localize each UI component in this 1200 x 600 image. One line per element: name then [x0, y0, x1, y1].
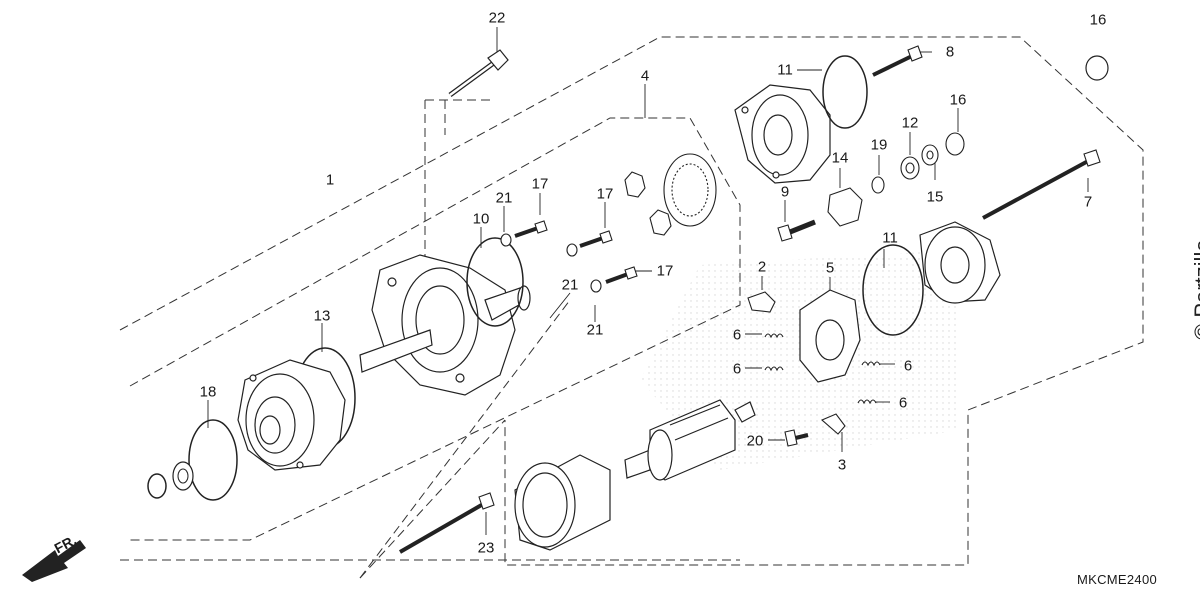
- insulator-14: [828, 188, 862, 226]
- screw-20: [784, 429, 809, 447]
- rear-bracket-top: [735, 85, 830, 183]
- washers-21: [500, 233, 602, 293]
- o-ring-10: [466, 237, 524, 327]
- callout-1: 1: [325, 171, 335, 189]
- front-direction-label: FR.: [51, 531, 79, 557]
- callout-11: 11: [882, 229, 898, 247]
- bolt-22: [450, 50, 508, 95]
- callout-8: 8: [945, 43, 955, 61]
- callout-23: 23: [477, 539, 495, 557]
- callout-3: 3: [837, 456, 847, 474]
- callout-17-c: 17: [656, 262, 674, 280]
- bolt-7: [983, 150, 1100, 218]
- callout-20: 20: [746, 432, 764, 450]
- callout-21-b: 21: [561, 276, 579, 294]
- snap-ring-left: [147, 473, 167, 499]
- pinion-housing: [238, 360, 345, 470]
- callout-21-a: 21: [495, 189, 513, 207]
- callout-21-c: 21: [586, 321, 604, 339]
- callout-10: 10: [472, 210, 490, 228]
- washer-left-a-hole: [177, 468, 189, 484]
- leader-lines: [207, 27, 1089, 535]
- callout-17-b: 17: [596, 185, 614, 203]
- springs-6: [764, 333, 881, 405]
- diagram-code: MKCME2400: [1077, 572, 1158, 587]
- callout-12: 12: [901, 114, 919, 132]
- nut-16-top: [1085, 55, 1109, 81]
- callout-19: 19: [870, 136, 888, 154]
- callout-11-top: 11: [777, 61, 793, 79]
- yoke: [515, 455, 610, 550]
- callout-18: 18: [199, 383, 217, 401]
- callout-6-c: 6: [903, 357, 913, 375]
- front-cover-1: [360, 255, 530, 395]
- callout-16-top: 16: [1089, 11, 1107, 29]
- front-direction-indicator: FR.: [18, 530, 98, 580]
- callout-13: 13: [313, 307, 331, 325]
- bolts-17: [515, 221, 637, 282]
- callout-5: 5: [825, 259, 835, 277]
- callout-7: 7: [1083, 193, 1093, 211]
- gear-set-4: [625, 154, 716, 235]
- bolt-23: [400, 493, 494, 552]
- callout-22: 22: [488, 9, 506, 27]
- watermark: © Partzilla: [1190, 239, 1200, 340]
- callout-16: 16: [949, 91, 967, 109]
- callout-17-a: 17: [531, 175, 549, 193]
- bolt-8: [873, 46, 922, 75]
- front-direction-arrow-icon: [22, 540, 86, 582]
- callout-15: 15: [926, 188, 944, 206]
- callout-4: 4: [640, 67, 650, 85]
- armature: [625, 400, 755, 480]
- terminals-2-3: [747, 291, 846, 435]
- callout-9: 9: [780, 183, 790, 201]
- o-ring-11-top: [822, 55, 868, 129]
- callout-6-a: 6: [732, 326, 742, 344]
- callout-2: 2: [757, 258, 767, 276]
- callout-14: 14: [831, 149, 849, 167]
- o-ring-18: [188, 419, 238, 501]
- rear-cover: [920, 222, 1000, 303]
- o-ring-11: [862, 244, 924, 336]
- bolt-9: [778, 222, 815, 241]
- assembly-boundary-lines: [119, 36, 1144, 579]
- callout-6-d: 6: [898, 394, 908, 412]
- brush-holder-5: [800, 290, 860, 382]
- washers-right: [871, 132, 965, 194]
- callout-6-b: 6: [732, 360, 742, 378]
